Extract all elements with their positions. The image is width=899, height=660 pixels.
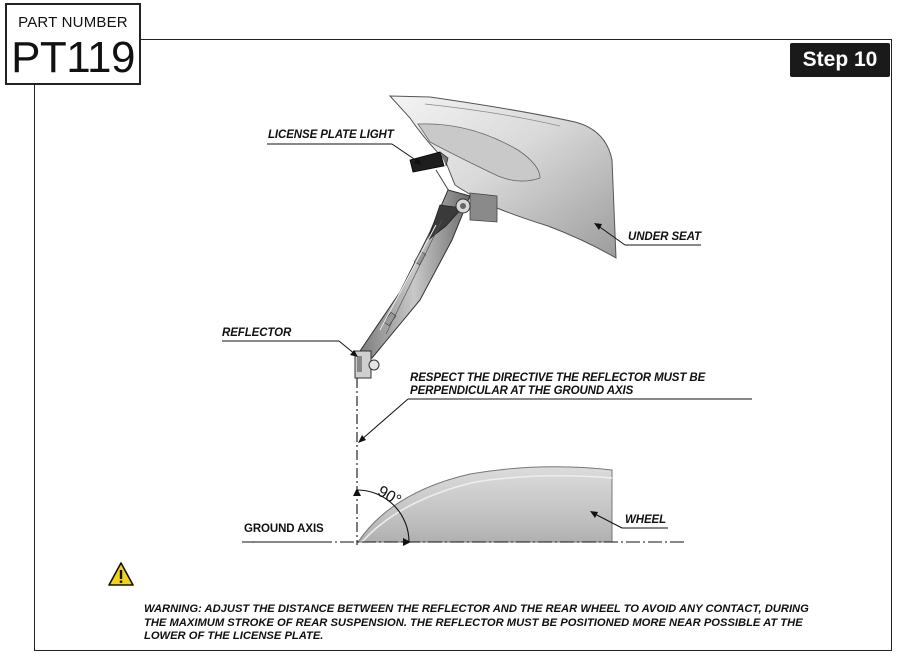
license-plate-light-shape	[409, 151, 453, 197]
step-badge: Step 10	[790, 43, 890, 77]
wheel-shape	[357, 466, 613, 543]
label-license-plate-light: LICENSE PLATE LIGHT	[268, 129, 394, 141]
part-number-box: PART NUMBER PT119	[5, 3, 141, 85]
leader-wheel	[592, 512, 623, 529]
label-wheel: WHEEL	[625, 514, 667, 526]
label-directive-line2: PERPENDICULAR AT THE GROUND AXIS	[410, 385, 634, 397]
warning-body: ADJUST THE DISTANCE BETWEEN THE REFLECTO…	[144, 603, 809, 643]
leader-seat	[596, 224, 626, 246]
label-ground-axis: GROUND AXIS	[244, 523, 324, 535]
angle-arc	[356, 489, 410, 543]
warning-text: WARNING: ADJUST THE DISTANCE BETWEEN THE…	[144, 603, 834, 644]
label-reflector: REFLECTOR	[222, 327, 292, 339]
under-seat-shape	[388, 95, 617, 259]
label-under-seat: UNDER SEAT	[628, 231, 701, 243]
warning-heading: WARNING:	[144, 603, 202, 615]
part-number-value: PT119	[11, 33, 135, 82]
page-frame	[34, 39, 892, 651]
leader-lpl	[391, 143, 421, 164]
label-directive-line1: RESPECT THE DIRECTIVE THE REFLECTOR MUST…	[410, 372, 706, 384]
reflector-shape	[354, 350, 380, 379]
leader-directive	[360, 398, 409, 441]
license-plate-bracket	[357, 189, 471, 359]
warning-triangle-icon	[108, 562, 134, 586]
part-number-label: PART NUMBER	[18, 14, 128, 31]
